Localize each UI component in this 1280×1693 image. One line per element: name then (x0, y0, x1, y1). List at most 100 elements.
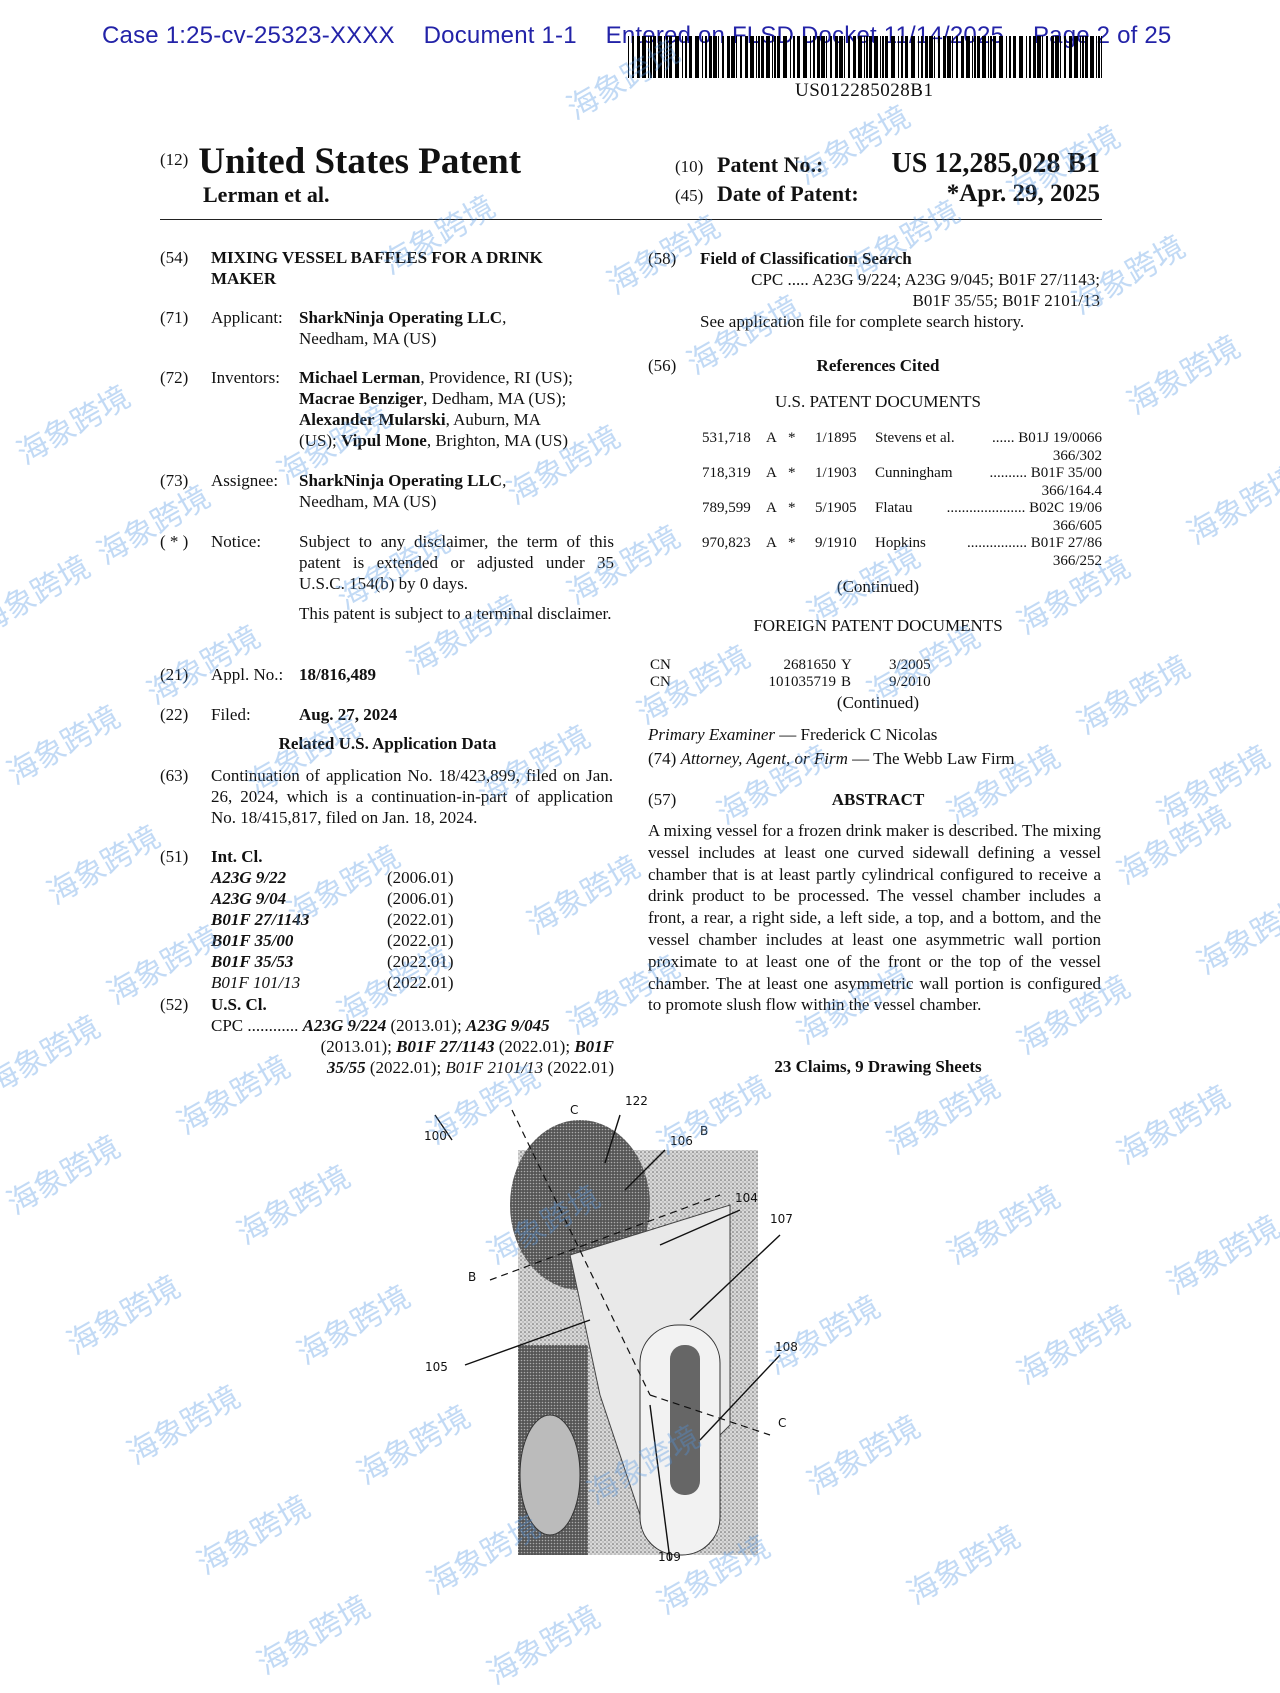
court-filing-header: Case 1:25-cv-25323-XXXX Document 1-1 Ent… (102, 22, 1182, 50)
barcode-bar (664, 36, 665, 78)
field-see: See application file for complete search… (700, 312, 1025, 331)
barcode-bar (1090, 36, 1094, 78)
watermark-text: 海象跨境 (1151, 738, 1277, 833)
inventor-prefix: (US); (299, 431, 342, 450)
barcode-bar (826, 36, 827, 78)
notice-text: Subject to any disclaimer, the term of t… (299, 532, 614, 593)
watermark-text: 海象跨境 (481, 1598, 607, 1693)
barcode-bar (666, 36, 668, 78)
primary-examiner: Primary Examiner — Frederick C Nicolas (648, 724, 1108, 745)
ref-number: 718,319 (702, 465, 751, 481)
assignee-field: (73) Assignee: SharkNinja Operating LLC,… (160, 471, 507, 511)
ref-kind: B (841, 674, 852, 690)
inventors-code: (72) (160, 368, 189, 387)
fig-label-section-c: C (778, 1416, 786, 1430)
barcode-bar (1046, 36, 1048, 78)
ref-name: Stevens et al. (875, 430, 955, 446)
related-data-heading: Related U.S. Application Data (278, 734, 497, 753)
continuation-text: Continuation of application No. 18/423,8… (211, 766, 613, 827)
barcode-bar (1037, 36, 1041, 78)
barcode-bar (921, 36, 923, 78)
barcode-bar (993, 36, 996, 78)
watermark-text: 海象跨境 (1111, 798, 1237, 893)
ref-star: * (788, 500, 796, 516)
int-cl-class: A23G 9/04 (211, 889, 287, 908)
ref-number: 531,718 (702, 430, 751, 446)
watermark-text: 海象跨境 (1181, 458, 1280, 553)
field-label: Field of Classification Search (700, 249, 912, 268)
inventor-name: Macrae Benziger (299, 389, 424, 408)
barcode-bar (758, 36, 760, 78)
inventor-location: , Auburn, MA (445, 410, 541, 429)
patent-title: MIXING VESSEL BAFFLES FOR A DRINK MAKER (211, 248, 543, 288)
barcode-bar (982, 36, 986, 78)
fig-label-100: 100 (424, 1129, 447, 1143)
barcode-bar (718, 36, 719, 78)
barcode-bar (853, 36, 856, 78)
fig-label-108: 108 (775, 1340, 798, 1354)
us-cl-class: A23G 9/22 (302, 1016, 378, 1035)
barcode-bar (1013, 36, 1016, 78)
ref-kind: Y (841, 657, 852, 673)
inventor-short: Lerman et al. (203, 182, 330, 207)
applicant-name: SharkNinja Operating LLC (299, 308, 503, 327)
barcode-bar (1060, 36, 1061, 78)
ref-class: ...... B01J 19/0066 (991, 430, 1102, 446)
barcode-bar (966, 36, 970, 78)
ref-name: Hopkins (875, 535, 926, 551)
applicant-code: (71) (160, 308, 189, 327)
barcode-bar (990, 36, 992, 78)
header-rule (160, 219, 1102, 220)
ref-kind: A (766, 535, 777, 551)
barcode-bar (830, 36, 832, 78)
abstract-text: A mixing vessel for a frozen drink maker… (648, 821, 1101, 1015)
ref-subclass: 366/605 (1052, 518, 1102, 534)
fig-label-section-b: B (700, 1124, 708, 1138)
watermark-text: 海象跨境 (41, 818, 167, 913)
fig-label-109: 109 (658, 1550, 681, 1564)
notice-text-terminal: This patent is subject to a terminal dis… (299, 604, 612, 623)
int-cl-row: B01F 27/1143(2022.01) (211, 909, 511, 930)
notice-code: ( * ) (160, 532, 189, 551)
barcode-bar (675, 36, 679, 78)
int-cl-version: (2022.01) (387, 931, 454, 950)
barcode-bar (839, 36, 843, 78)
assignee-location: Needham, MA (US) (299, 492, 437, 511)
barcode-bar (669, 36, 672, 78)
applicant-location: Needham, MA (US) (299, 329, 437, 348)
refs-code: (56) (648, 356, 677, 375)
barcode-bar (745, 36, 748, 78)
us-cl-class: A23G 9/04 (466, 1016, 542, 1035)
attorney-name: — The Webb Law Firm (852, 749, 1015, 768)
ref-number: 101035719 (768, 674, 837, 690)
attorney-label: Attorney, Agent, or Firm (680, 749, 848, 768)
patent-no-label: Patent No.: (717, 152, 824, 177)
watermark-text: 海象跨境 (0, 1008, 107, 1103)
barcode-bar (880, 36, 881, 78)
barcode-bar (695, 36, 699, 78)
field-code: (58) (648, 249, 677, 268)
patent-date: *Apr. 29, 2025 (946, 180, 1100, 207)
barcode-bar (905, 36, 908, 78)
attorney-code: (74) (648, 749, 677, 768)
barcode-bar (702, 36, 703, 78)
watermark-text: 海象跨境 (1, 698, 127, 793)
barcode-bar (797, 36, 800, 78)
barcode-bar (885, 36, 888, 78)
barcode-bar (938, 36, 940, 78)
barcode-bar (740, 36, 742, 78)
watermark-text: 海象跨境 (1111, 1078, 1237, 1173)
ref-name: Cunningham (875, 465, 953, 481)
barcode-bar (1009, 36, 1011, 78)
barcode-bar (632, 36, 634, 78)
watermark-text: 海象跨境 (901, 1518, 1027, 1613)
assignee-label: Assignee: (211, 471, 279, 490)
barcode-bar (956, 36, 958, 78)
barcode-bar (999, 36, 1003, 78)
patent-type: United States Patent (198, 141, 522, 182)
int-cl-row: B01F 35/53(2022.01) (211, 951, 511, 972)
int-cl-class: B01F 101/13 (211, 973, 301, 992)
ref-kind: A (766, 500, 777, 516)
ref-number: 970,823 (702, 535, 751, 551)
